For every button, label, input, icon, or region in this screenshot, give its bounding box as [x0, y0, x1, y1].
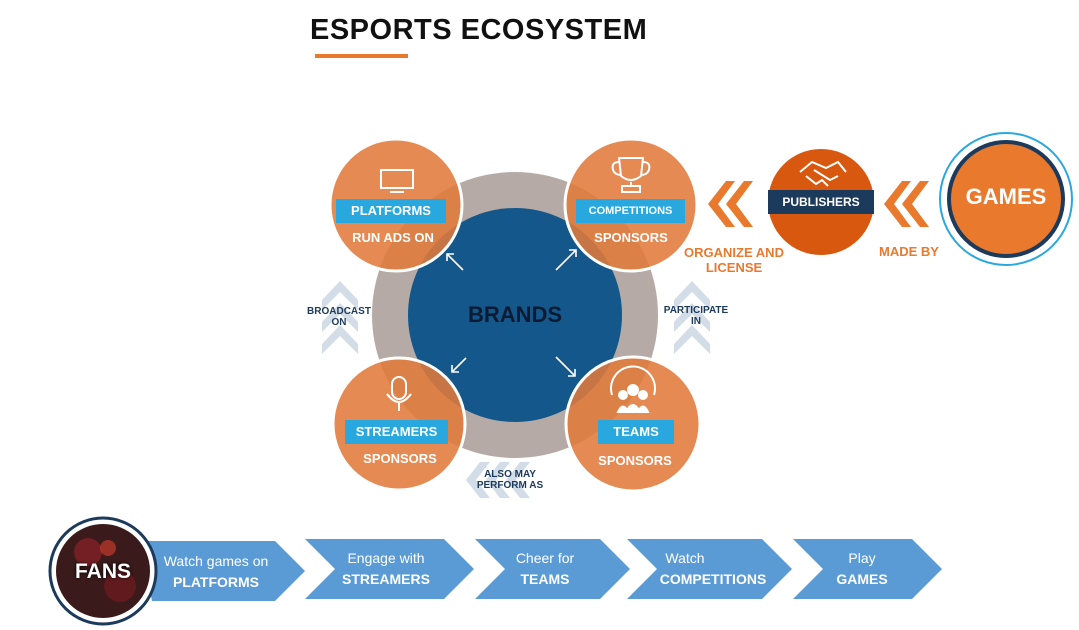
step-arrow-1: [140, 541, 305, 601]
broadcast-label-line1: BROADCAST: [307, 306, 371, 317]
step-2-line1: Engage with: [347, 550, 425, 566]
step-1-line1: Watch games on: [163, 553, 269, 569]
organize-chevrons: [708, 181, 753, 227]
also-perform-chevrons: [466, 462, 530, 498]
also-perform-label: ALSO MAY PERFORM AS: [468, 469, 552, 491]
trophy-icon: [611, 157, 651, 193]
organize-label-line2: LICENSE: [705, 260, 763, 275]
broadcast-label: BROADCAST ON: [298, 306, 380, 328]
page-title: ESPORTS ECOSYSTEM: [310, 14, 648, 46]
competitions-sub: SPONSORS: [594, 230, 668, 245]
streamers-label: STREAMERS: [345, 420, 448, 444]
participate-label-line2: IN: [691, 316, 701, 327]
step-1-line2: PLATFORMS: [172, 574, 260, 590]
step-5: Play GAMES: [820, 548, 904, 590]
step-arrow-4: [627, 539, 792, 599]
broadcast-chevrons: [322, 281, 358, 354]
competitions-label: COMPETITIONS: [576, 199, 685, 223]
participate-chevrons: [674, 281, 710, 354]
organize-label-line1: ORGANIZE AND: [684, 245, 784, 260]
brands-label: BRANDS: [467, 302, 563, 327]
step-3-line2: TEAMS: [520, 571, 570, 587]
step-3-line1: Cheer for: [515, 550, 575, 566]
also-perform-label-line1: ALSO MAY: [484, 469, 536, 480]
games-label: GAMES: [965, 184, 1047, 209]
step-5-line1: Play: [848, 550, 876, 566]
teams-sub: SPONSORS: [598, 453, 672, 468]
step-1: Watch games on PLATFORMS: [152, 551, 280, 593]
broadcast-label-line2: ON: [331, 317, 347, 328]
participate-label: PARTICIPATE IN: [653, 305, 739, 327]
step-arrow-2: [305, 539, 474, 599]
fans-label: FANS: [74, 560, 131, 583]
team-icon: [610, 365, 656, 413]
platforms-label: PLATFORMS: [336, 199, 446, 223]
step-4-line2: COMPETITIONS: [659, 571, 767, 587]
also-perform-label-line2: PERFORM AS: [476, 480, 544, 491]
participate-label-line1: PARTICIPATE: [663, 305, 729, 316]
games-node: [947, 140, 1065, 258]
streamers-sub: SPONSORS: [363, 451, 437, 466]
step-3: Cheer for TEAMS: [500, 548, 590, 590]
teams-label: TEAMS: [598, 420, 674, 444]
microphone-icon: [386, 376, 412, 411]
publishers-label: PUBLISHERS: [768, 190, 874, 214]
handshake-icon: [799, 160, 847, 187]
inner-arrows: [446, 249, 577, 377]
step-arrow-3: [475, 539, 630, 599]
step-arrows: [140, 539, 942, 601]
made-by-label: MADE BY: [879, 244, 939, 259]
platforms-sub: RUN ADS ON: [352, 230, 434, 245]
step-2-line2: STREAMERS: [342, 571, 430, 587]
step-2: Engage with STREAMERS: [330, 548, 442, 590]
monitor-icon: [380, 169, 414, 193]
step-4-line1: Watch: [665, 550, 705, 566]
step-arrow-5: [793, 539, 942, 599]
organize-label: ORGANIZE AND LICENSE: [678, 245, 790, 275]
step-4: Watch COMPETITIONS: [646, 548, 780, 590]
title-underline: [315, 54, 408, 58]
step-5-line2: GAMES: [836, 571, 888, 587]
made-by-chevrons: [884, 181, 929, 227]
